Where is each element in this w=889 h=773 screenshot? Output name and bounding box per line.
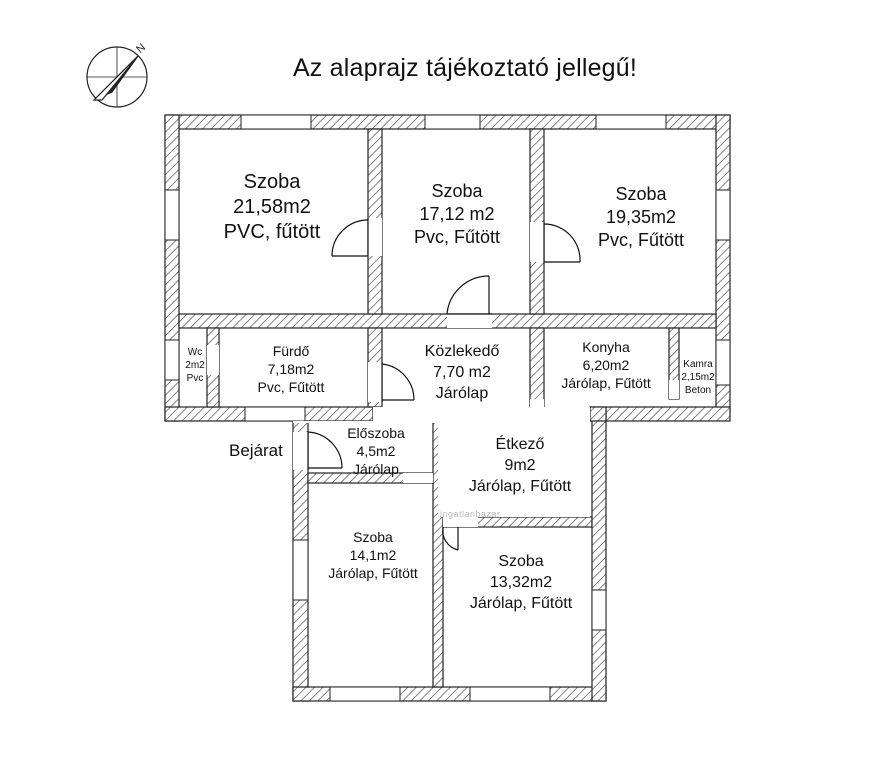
window — [715, 339, 731, 386]
room-detail: Járólap, Fűtött — [468, 477, 572, 495]
wall-etkezo-right-top — [589, 406, 607, 422]
room-detail: Járólap, Fűtött — [469, 594, 573, 612]
window — [424, 114, 481, 130]
wall-lower-right — [591, 411, 607, 702]
door — [207, 345, 219, 375]
room-detail: Járólap — [435, 384, 489, 402]
room-label-szoba-2: Szoba 17,12 m2 Pvc, Fűtött — [414, 180, 500, 249]
room-name: Szoba — [431, 181, 483, 201]
room-label-szoba-3: Szoba 19,35m2 Pvc, Fűtött — [598, 183, 684, 252]
door — [442, 517, 478, 551]
room-label-kozlekedo: Közlekedő 7,70 m2 Járólap — [425, 342, 500, 404]
window — [164, 339, 180, 381]
window — [715, 189, 731, 241]
room-area: 2,15m2 — [681, 372, 715, 383]
window — [292, 539, 309, 601]
room-area: 4,5m2 — [356, 443, 396, 460]
room-name: Előszoba — [347, 425, 405, 441]
window — [244, 406, 306, 422]
room-area: 7,18m2 — [267, 361, 315, 378]
room-detail: Járólap, Fűtött — [561, 375, 651, 392]
door — [331, 218, 382, 257]
room-label-szoba-5: Szoba 13,32m2 Járólap, Fűtött — [470, 552, 572, 614]
room-label-furdo: Fürdő 7,18m2 Pvc, Fűtött — [258, 342, 325, 397]
room-label-etkezo: Étkező 9m2 Járólap, Fűtött — [469, 435, 571, 497]
window — [595, 114, 667, 130]
room-area: 2m2 — [185, 360, 205, 371]
room-name: Szoba — [615, 184, 667, 204]
room-name: Fürdő — [272, 343, 310, 359]
room-name: Wc — [187, 347, 203, 358]
room-detail: Beton — [684, 385, 712, 396]
room-area: 17,12 m2 — [419, 204, 495, 225]
room-name: Szoba — [353, 529, 393, 545]
north-arrow-icon: N — [86, 41, 148, 108]
room-name: Konyha — [582, 339, 630, 355]
window — [240, 114, 312, 130]
door — [293, 431, 343, 470]
wall-v2 — [529, 128, 545, 315]
room-name: Szoba — [243, 171, 301, 193]
room-area: 19,35m2 — [605, 207, 677, 228]
room-name: Kamra — [683, 359, 713, 370]
room-detail: Pvc, Fűtött — [597, 230, 685, 251]
window — [164, 189, 180, 241]
room-detail: Pvc — [186, 373, 204, 384]
doors — [207, 218, 679, 551]
window — [329, 686, 401, 702]
room-area: 7,70 m2 — [433, 363, 491, 381]
room-label-konyha: Konyha 6,20m2 Járólap, Fűtött — [561, 338, 651, 393]
window — [591, 589, 607, 631]
page-title: Az alaprajz tájékoztató jellegű! — [292, 54, 638, 82]
room-name: Közlekedő — [424, 343, 500, 360]
room-detail: Pvc, Fűtött — [257, 379, 325, 396]
room-area: 14,1m2 — [349, 547, 397, 564]
room-area: 21,58m2 — [233, 196, 311, 218]
wall-bottom-right — [589, 406, 731, 422]
room-name: Szoba — [498, 553, 544, 570]
openings — [293, 399, 590, 517]
window — [469, 686, 551, 702]
door — [669, 380, 679, 399]
door — [368, 362, 415, 402]
windows — [164, 114, 731, 702]
room-detail: PVC, fűtött — [223, 221, 321, 243]
room-label-kamra: Kamra 2,15m2 Beton — [681, 358, 714, 397]
door — [403, 473, 433, 483]
room-name: Étkező — [495, 436, 545, 453]
room-detail: Járólap, Fűtött — [328, 565, 418, 582]
room-label-wc: Wc 2m2 Pvc — [185, 346, 204, 385]
room-label-eloszoba: Előszoba 4,5m2 Járólap — [347, 424, 405, 479]
room-area: 9m2 — [504, 456, 536, 474]
room-label-szoba-4: Szoba 14,1m2 Járólap, Fűtött — [328, 528, 418, 583]
room-area: 6,20m2 — [582, 357, 630, 374]
door — [530, 222, 581, 263]
room-detail: Pvc, Fűtött — [413, 227, 501, 248]
room-area: 13,32m2 — [489, 573, 553, 591]
entrance-label: Bejárat — [229, 441, 283, 460]
door — [446, 275, 492, 328]
watermark: ingatlanbazar — [440, 509, 501, 519]
room-label-szoba-1: Szoba 21,58m2 PVC, fűtött — [224, 170, 321, 245]
room-detail: Járólap — [353, 461, 399, 478]
